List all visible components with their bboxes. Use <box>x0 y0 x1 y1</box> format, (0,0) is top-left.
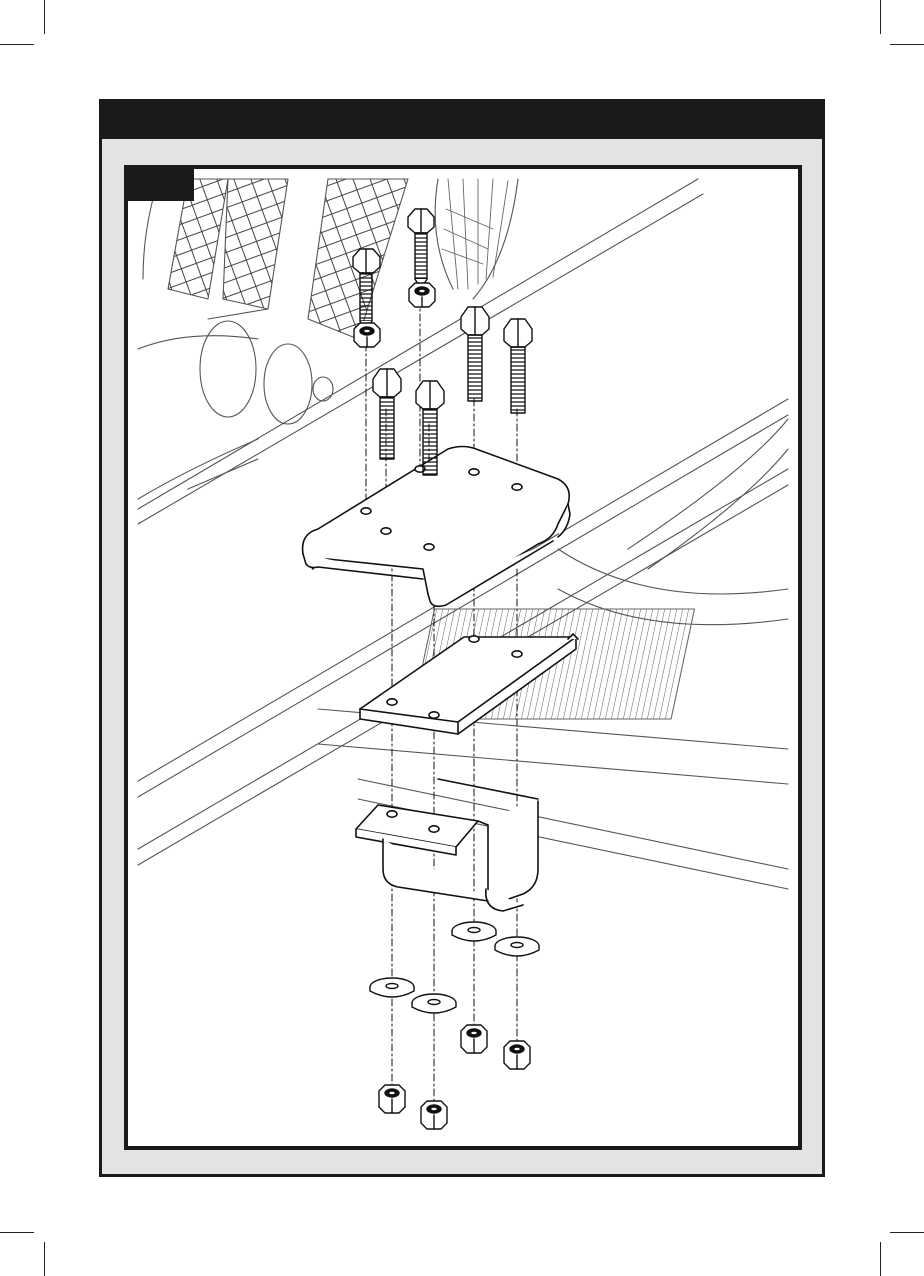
lock-nut <box>409 283 435 307</box>
hex-bolt <box>373 369 401 459</box>
flat-washer <box>370 978 414 997</box>
lock-nut <box>379 1085 405 1113</box>
crop-mark-br-h <box>890 1232 924 1233</box>
crop-mark-tr-h <box>890 44 924 45</box>
flat-washer <box>452 922 496 941</box>
crop-mark-tr-v <box>880 0 881 34</box>
crop-mark-tl-h <box>0 44 34 45</box>
lock-nut <box>461 1025 487 1053</box>
assembly-diagram <box>128 169 798 1146</box>
crop-mark-tl-v <box>44 0 45 34</box>
hex-bolt <box>408 209 434 289</box>
lower-u-bracket <box>356 779 538 911</box>
diagram-panel <box>124 165 802 1150</box>
hex-bolt <box>461 307 489 401</box>
lock-nut <box>354 323 380 347</box>
lock-nut <box>504 1041 530 1069</box>
crop-mark-bl-h <box>0 1232 34 1233</box>
instruction-sheet <box>99 99 825 1177</box>
crop-mark-br-v <box>880 1242 881 1276</box>
sheet-header-bar <box>102 102 822 139</box>
flat-washer <box>412 994 456 1013</box>
flat-washers <box>370 922 539 1013</box>
crop-mark-bl-v <box>44 1242 45 1276</box>
flat-washer <box>495 937 539 956</box>
lock-nut <box>421 1101 447 1129</box>
step-number-tab <box>128 169 194 201</box>
hex-bolt <box>504 319 532 413</box>
